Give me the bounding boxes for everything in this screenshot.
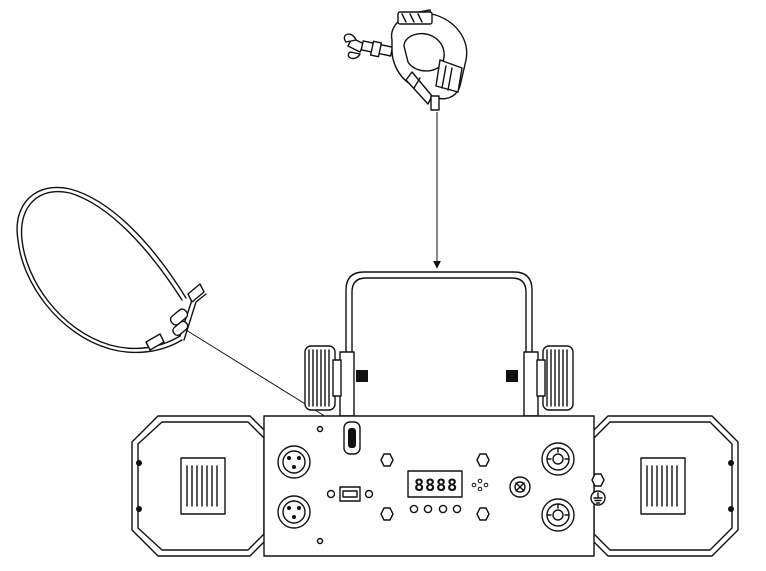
left-knob bbox=[304, 345, 342, 411]
speaker-vent-icon bbox=[180, 457, 226, 515]
down-button bbox=[438, 504, 448, 514]
cable-arrow bbox=[185, 329, 345, 429]
hex-nuts bbox=[380, 453, 490, 521]
up-button bbox=[423, 504, 433, 514]
menu-button bbox=[409, 504, 419, 514]
led-display: 8 8 8 8 bbox=[407, 470, 463, 498]
bracket bbox=[339, 271, 539, 417]
safety-eyelet bbox=[343, 421, 361, 455]
display-digit: 8 bbox=[436, 476, 446, 496]
xlr-connector-icon bbox=[277, 445, 311, 479]
powercon-connector-icon bbox=[541, 498, 575, 532]
speaker-vent-icon bbox=[640, 457, 686, 515]
display-digit: 8 bbox=[425, 476, 435, 496]
microphone-icon bbox=[471, 478, 489, 492]
control-buttons bbox=[409, 504, 462, 514]
display-digit: 8 bbox=[447, 476, 457, 496]
mounting-clamp-icon bbox=[343, 9, 468, 111]
xlr-connector-icon bbox=[277, 495, 311, 529]
fuse-holder bbox=[509, 476, 531, 498]
usb-port-icon bbox=[326, 486, 374, 502]
display-digit: 8 bbox=[414, 476, 424, 496]
enter-button bbox=[452, 504, 462, 514]
right-knob bbox=[536, 345, 574, 411]
ground-symbol-icon bbox=[590, 473, 606, 506]
safety-cable-icon bbox=[16, 186, 207, 354]
powercon-connector-icon bbox=[541, 442, 575, 476]
